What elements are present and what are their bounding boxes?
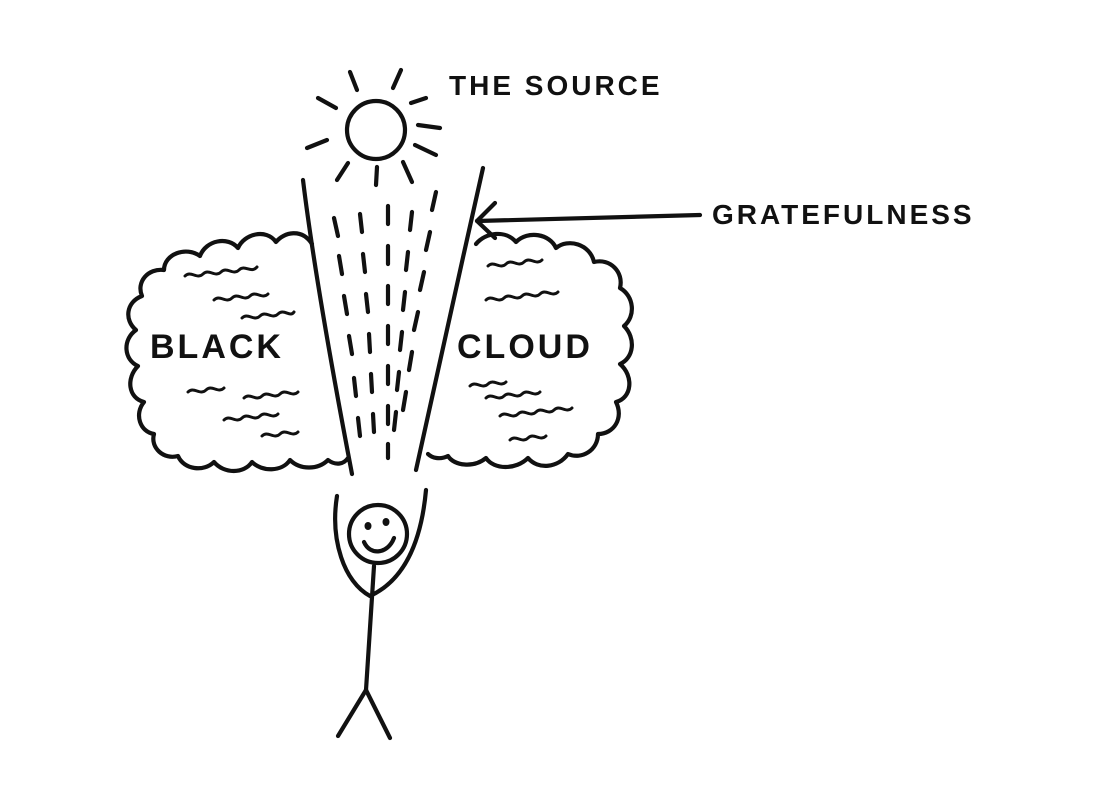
- sun-disc: [344, 98, 408, 162]
- smile-icon: [361, 535, 397, 554]
- gratefulness-arrow: [474, 200, 703, 241]
- black-cloud-left: [124, 231, 351, 474]
- sun-icon: [304, 67, 443, 188]
- cloud-left-squiggles: [183, 265, 300, 438]
- cloud-left-outline: [124, 231, 351, 474]
- figure-left-leg: [335, 687, 369, 739]
- figure-body: [363, 563, 377, 693]
- black-cloud-right: [425, 231, 634, 470]
- sun-rays: [304, 67, 443, 188]
- arrowhead-icon: [474, 200, 498, 241]
- cloud-right-squiggles: [468, 258, 574, 442]
- cloud-right-outline: [425, 231, 634, 470]
- figure-left-eye: [364, 522, 372, 530]
- cloud-left-label: BLACK: [150, 328, 284, 366]
- stick-figure: [333, 487, 429, 741]
- figure-head: [346, 502, 410, 566]
- beam-dashes: [331, 189, 439, 461]
- light-beam: [300, 165, 486, 477]
- figure-right-leg: [363, 687, 393, 741]
- cloud-right-label: CLOUD: [457, 328, 593, 366]
- source-label: THE SOURCE: [449, 70, 663, 101]
- arrow-shaft: [474, 212, 703, 224]
- gratefulness-label: GRATEFULNESS: [712, 199, 975, 230]
- beam-right-edge: [413, 165, 486, 473]
- beam-left-edge: [300, 177, 355, 477]
- figure-right-eye: [382, 518, 390, 526]
